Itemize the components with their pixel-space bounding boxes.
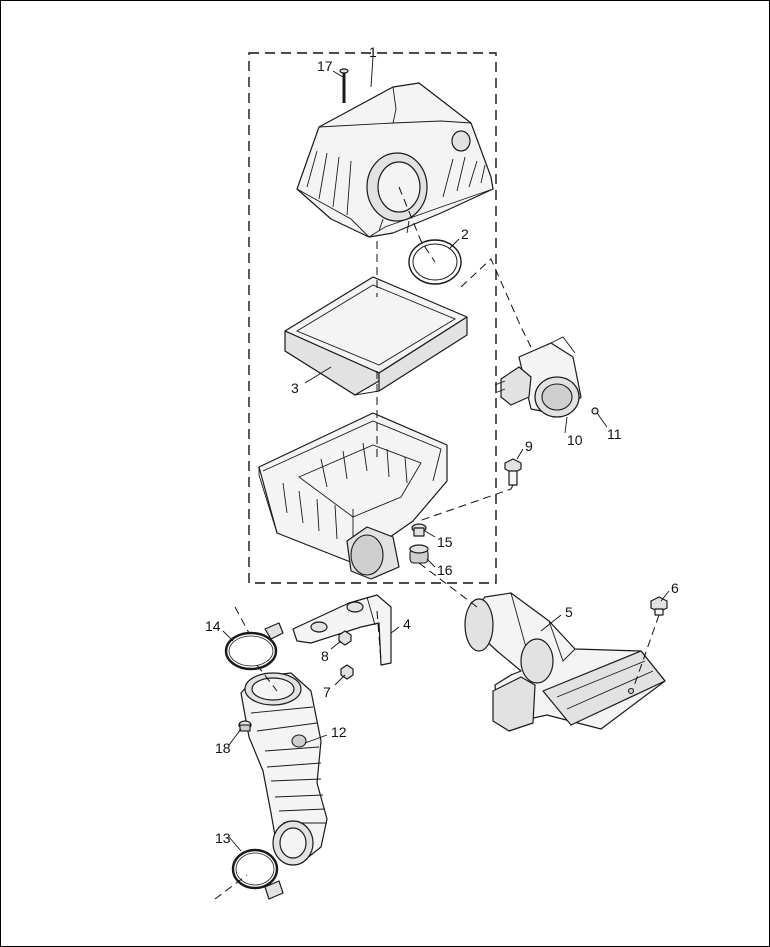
callout-15: 15 [437,534,453,550]
intake-hose [240,672,328,866]
hose-clamp-13 [231,848,284,900]
bolt-9 [504,458,522,486]
callout-17: 17 [317,58,333,74]
assembly-boundary [248,52,497,584]
mounting-bracket [292,594,392,666]
alignment-lines [214,186,660,900]
callout-11: 11 [607,426,622,442]
filter-element [284,276,468,396]
air-cleaner-housing [258,412,448,580]
callout-1: 1 [369,44,377,60]
o-ring-2 [408,239,462,285]
callout-6: 6 [671,580,679,596]
screw-17 [339,68,349,103]
callout-18: 18 [215,740,231,756]
grommet-15 [411,523,427,537]
air-cleaner-cover [296,82,494,238]
mass-air-flow-sensor [494,336,582,418]
callout-7: 7 [323,684,331,700]
insulator-16 [409,544,429,564]
leader-lines [222,56,670,852]
clip-18 [238,720,252,732]
callout-4: 4 [403,616,411,632]
hose-clamp-14 [224,622,284,671]
callout-labels: 1 2 3 4 5 6 7 8 9 10 11 12 13 14 15 16 1… [205,44,679,846]
callout-2: 2 [461,226,469,242]
callout-8: 8 [321,648,329,664]
callout-3: 3 [291,380,299,396]
screw-11 [591,407,599,415]
callout-9: 9 [525,438,533,454]
bolt-8 [338,630,352,646]
callout-16: 16 [437,562,453,578]
callout-5: 5 [565,604,573,620]
callout-13: 13 [215,830,231,846]
bolt-6 [650,596,668,616]
callout-14: 14 [205,618,221,634]
callout-12: 12 [331,724,347,740]
air-intake-duct [464,592,666,732]
callout-10: 10 [567,432,583,448]
